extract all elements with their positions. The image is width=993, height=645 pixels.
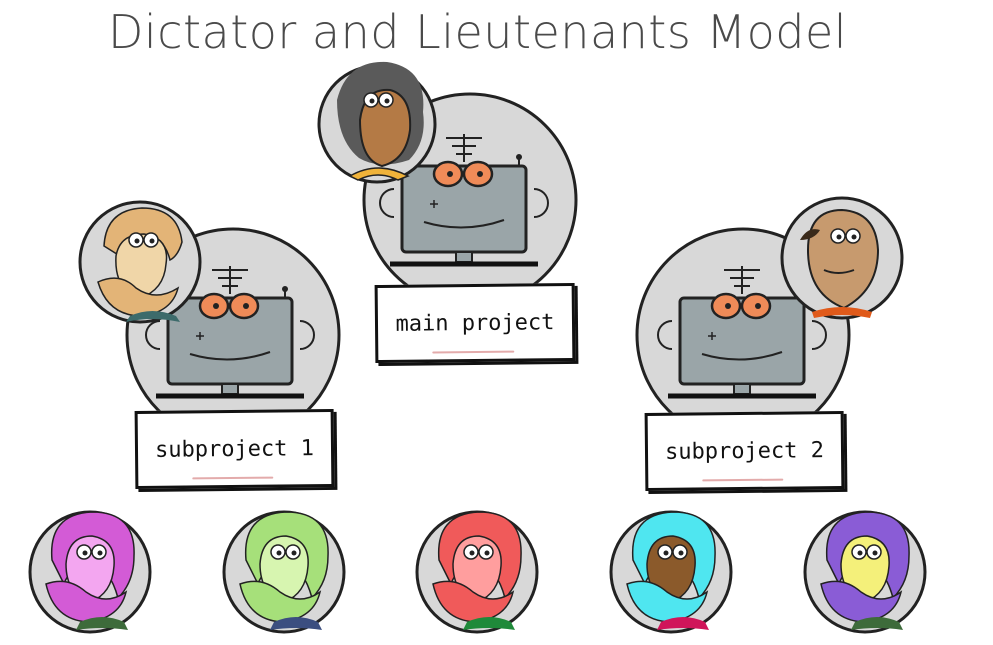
dictator-avatar-icon — [317, 61, 437, 184]
lieutenant-avatar-icon — [78, 200, 202, 324]
subproject-1-label: subproject 1 — [134, 408, 335, 490]
developer-avatar-icon — [609, 510, 733, 634]
main-project-node — [317, 61, 578, 308]
subproject-1-node — [78, 200, 341, 443]
developers-row — [28, 510, 927, 634]
developer-avatar-icon — [803, 510, 927, 634]
developer-avatar-icon — [28, 510, 152, 634]
main-project-label: main project — [374, 282, 576, 364]
subproject-2-label: subproject 2 — [644, 410, 845, 492]
developer-avatar-icon — [415, 510, 539, 634]
page-title: Dictator and Lieutenants Model — [108, 5, 848, 59]
lieutenant-avatar-icon — [780, 196, 904, 320]
subproject-2-node — [635, 196, 904, 443]
developer-avatar-icon — [222, 510, 346, 634]
